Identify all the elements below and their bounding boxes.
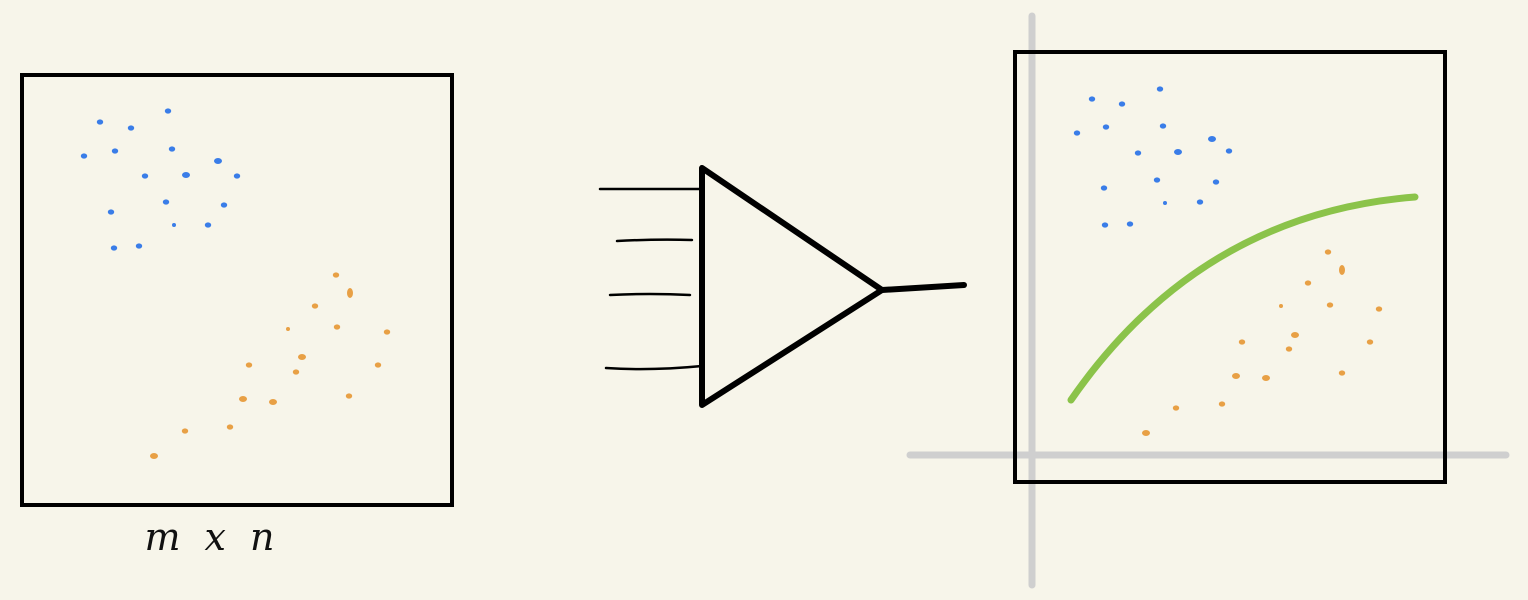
neuron-triangle-icon: [598, 165, 967, 408]
orange-dot: [269, 399, 277, 405]
orange-dot: [383, 329, 391, 335]
orange-dot: [1339, 265, 1345, 275]
orange-dot: [245, 362, 253, 368]
blue-dot: [1196, 199, 1204, 205]
orange-dot: [332, 272, 340, 278]
orange-dot: [150, 453, 158, 459]
input-frame: [20, 73, 454, 507]
blue-dot: [127, 125, 135, 131]
orange-dot: [1324, 249, 1332, 255]
blue-dot: [168, 146, 176, 152]
blue-dot: [141, 173, 149, 179]
orange-dot: [1262, 375, 1270, 381]
orange-dot: [1232, 373, 1240, 379]
orange-dot: [347, 288, 353, 298]
orange-dot: [1172, 405, 1180, 411]
output-frame: [1013, 50, 1447, 484]
blue-dot: [96, 119, 104, 125]
blue-dot: [1159, 123, 1167, 129]
orange-dot: [1291, 332, 1299, 338]
blue-dot: [1174, 149, 1182, 155]
input-cluster-a: [80, 108, 241, 251]
blue-dot: [1212, 179, 1220, 185]
blue-dot: [135, 243, 143, 249]
blue-dot: [80, 153, 88, 159]
blue-dot: [1126, 221, 1134, 227]
blue-dot: [1208, 136, 1216, 142]
blue-dot: [1156, 86, 1164, 92]
input-dimensions-label: m x n: [144, 515, 281, 559]
orange-dot: [345, 393, 353, 399]
blue-dot: [111, 148, 119, 154]
blue-dot: [1225, 148, 1233, 154]
blue-dot: [1118, 101, 1126, 107]
output-axes: [906, 12, 1510, 589]
orange-dot: [1304, 280, 1312, 286]
decision-curve: [1067, 193, 1419, 404]
orange-dot: [1142, 430, 1150, 436]
orange-dot: [1326, 302, 1334, 308]
blue-dot: [1134, 150, 1142, 156]
orange-dot: [333, 324, 341, 330]
orange-dot: [226, 424, 234, 430]
orange-dot: [1279, 304, 1283, 308]
blue-dot: [1101, 222, 1109, 228]
orange-dot: [374, 362, 382, 368]
input-cluster-b: [150, 272, 391, 459]
orange-dot: [239, 396, 247, 402]
blue-dot: [164, 108, 172, 114]
blue-dot: [1153, 177, 1161, 183]
orange-dot: [1338, 370, 1346, 376]
orange-dot: [286, 327, 290, 331]
orange-dot: [292, 369, 300, 375]
blue-dot: [182, 172, 190, 178]
blue-dot: [172, 223, 176, 227]
orange-dot: [298, 354, 306, 360]
orange-dot: [181, 428, 189, 434]
blue-dot: [107, 209, 115, 215]
output-cluster-b: [1142, 249, 1383, 436]
blue-dot: [1088, 96, 1096, 102]
blue-dot: [220, 202, 228, 208]
blue-dot: [1102, 124, 1110, 130]
blue-dot: [110, 245, 118, 251]
blue-dot: [1163, 201, 1167, 205]
orange-dot: [1366, 339, 1374, 345]
blue-dot: [1100, 185, 1108, 191]
orange-dot: [1375, 306, 1383, 312]
orange-dot: [1285, 346, 1293, 352]
blue-dot: [233, 173, 241, 179]
output-cluster-a: [1073, 86, 1233, 228]
blue-dot: [162, 199, 170, 205]
blue-dot: [1073, 130, 1081, 136]
blue-dot: [214, 158, 222, 164]
orange-dot: [1238, 339, 1246, 345]
blue-dot: [204, 222, 212, 228]
orange-dot: [311, 303, 319, 309]
orange-dot: [1218, 401, 1226, 407]
